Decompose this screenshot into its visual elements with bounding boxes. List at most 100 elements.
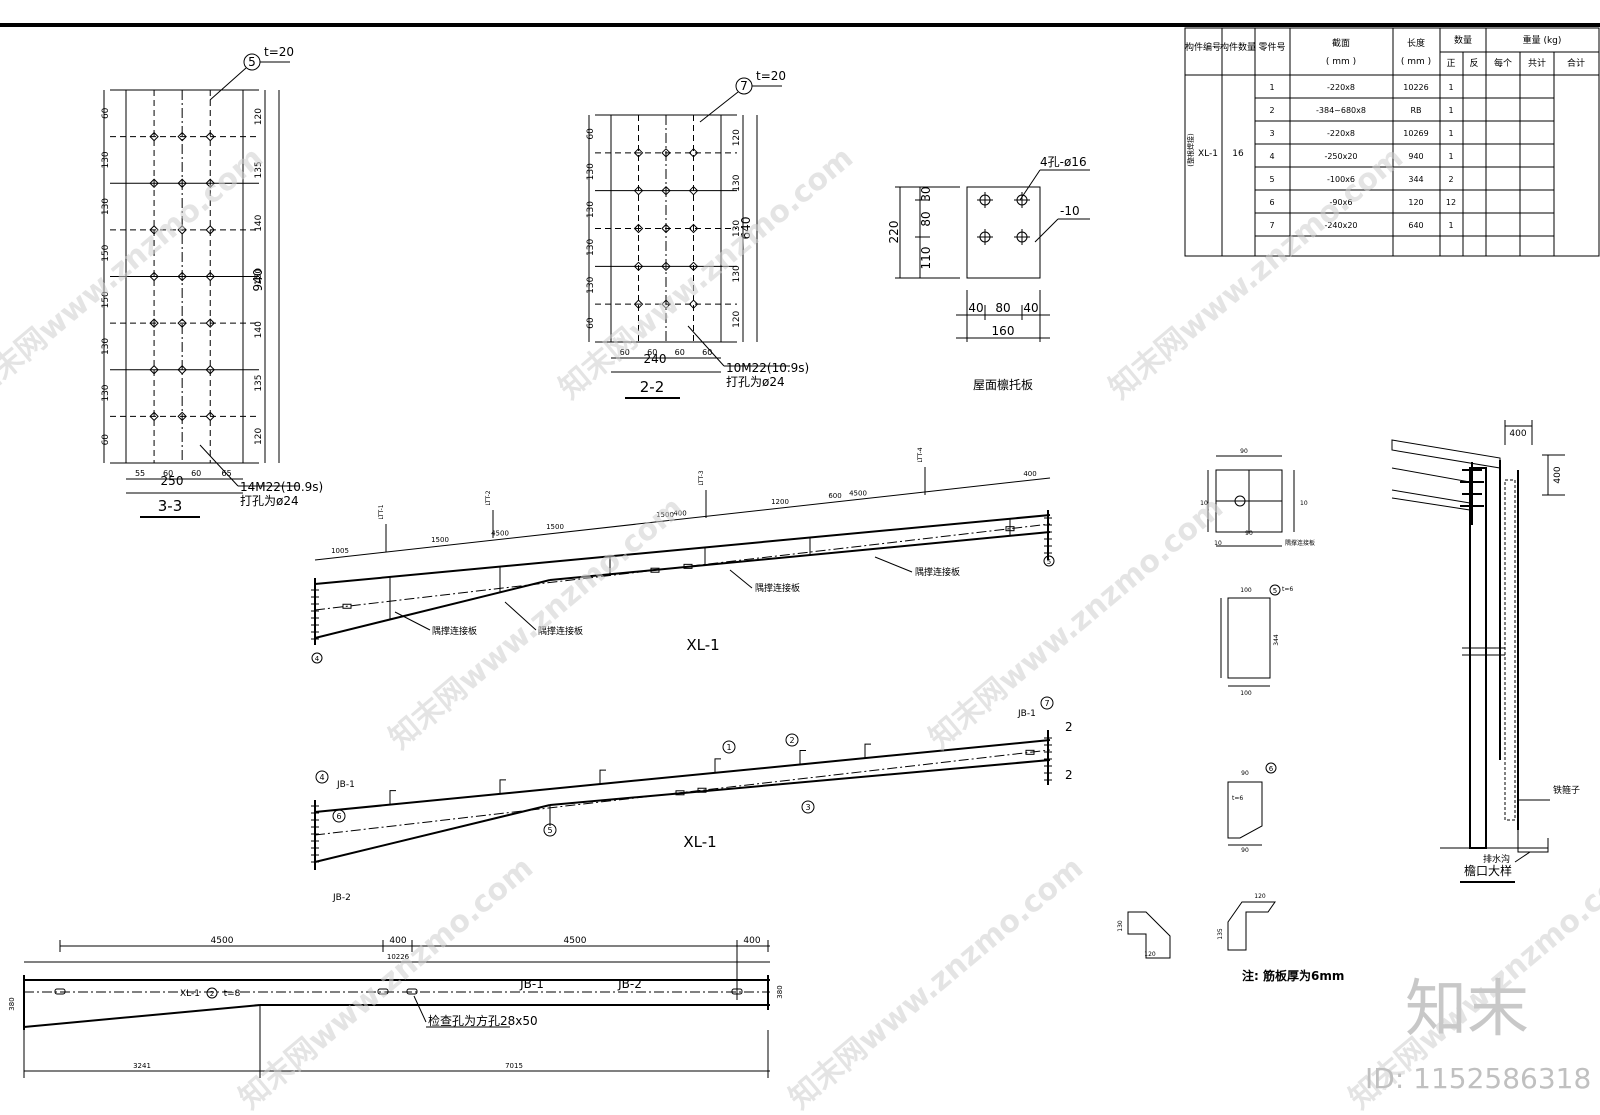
beam2-sec-mark-2: 2 [1065, 768, 1073, 782]
beam2-jb-right: JB-1 [1017, 709, 1036, 719]
th-length: 长度 [1407, 37, 1425, 49]
bb-right-h: 380 [776, 985, 784, 998]
table-row-section: -240x20 [1324, 221, 1357, 230]
plate33-bolt-2: 打孔为ø24 [240, 494, 299, 508]
table-row-length: 10226 [1403, 83, 1428, 92]
eave-title: 檐口大样 [1464, 863, 1512, 878]
plate33-total: 940 [251, 269, 265, 292]
plate-3-3: 6013013015015013013060120135140150140135… [101, 45, 323, 518]
bb-jb1: JB-1 [519, 977, 544, 991]
plate-right-dim: 120 [732, 310, 742, 327]
beam1-dim: 1500 [656, 511, 674, 519]
plate5-call: 5 [1273, 587, 1277, 595]
purlin-plate: 4孔-ø16 -10 30 80 110 220 40 80 40 160 屋面… [887, 155, 1090, 392]
table-row-length: 940 [1408, 152, 1423, 161]
plate-bottom-dim: 60 [675, 348, 685, 357]
table-row-no: 6 [1269, 198, 1274, 207]
plate-right-dim: 135 [254, 161, 264, 178]
plate-bottom-dim: 60 [191, 469, 201, 478]
table-row-length: RB [1410, 106, 1421, 115]
plate6-thk: t=6 [1232, 795, 1243, 802]
bottom-beam: 4500 400 4500 400 10226 3241 7015 380 38… [8, 936, 784, 1078]
eave-dim-side: 400 [1553, 466, 1563, 483]
beam1-callout-5: 5 [1047, 558, 1051, 566]
plate-right-dim: 140 [254, 321, 264, 338]
beam1-dim: 1500 [546, 523, 564, 531]
plate-left-dim: 130 [101, 384, 111, 401]
bb-total: 10226 [387, 953, 410, 961]
plate33-title: 3-3 [158, 497, 183, 515]
watermark-logo: 知末 [1405, 972, 1529, 1045]
table-row-length: 120 [1408, 198, 1423, 207]
bb-dim-3: 4500 [564, 936, 587, 946]
plate-right-dim: 120 [732, 129, 742, 146]
eave-dim-top: 400 [1509, 429, 1526, 439]
stiff-dim-2: 10 [1200, 500, 1208, 507]
table-row-qty: 1 [1448, 221, 1453, 230]
plate5-rect [1227, 597, 1271, 679]
table-row-qty: 1 [1448, 152, 1453, 161]
watermark-2: 知末网www.znzmo.com [553, 140, 860, 406]
beam2-jb-left-bot: JB-2 [332, 893, 351, 903]
beam2-jb-left-top: JB-1 [336, 780, 355, 790]
bb-dim-4: 400 [743, 936, 760, 946]
plate6-call: 6 [1269, 765, 1274, 773]
plate22-bolt-2: 打孔为ø24 [726, 375, 785, 389]
beam2-callout-circle [801, 800, 815, 814]
plate22-total: 640 [739, 217, 753, 240]
beam2-sec-mark-1: 2 [1065, 720, 1073, 734]
th-member-qty: 构件数量 [1220, 41, 1256, 53]
table-row-length: 344 [1408, 175, 1423, 184]
beam1-lt-tag: LTT-3 [698, 470, 705, 485]
th-qty-pos: 正 [1446, 59, 1455, 69]
watermarks: 知末网www.znzmo.com 知末网www.znzmo.com 知末网www… [0, 140, 1600, 1115]
plate-left-dim: 130 [586, 239, 596, 256]
plate5-h: 344 [1273, 634, 1280, 646]
bb-label-mid: XL-1 [180, 989, 200, 999]
bb-note: 检查孔为方孔28x50 [428, 1013, 538, 1028]
bend1-w: 120 [1144, 951, 1156, 958]
watermark-7: 知末网www.znzmo.com [783, 850, 1090, 1115]
beam1-title: XL-1 [686, 636, 719, 654]
table-row-section: -384~680x8 [1316, 106, 1366, 115]
plate33-bolt-1: 14M22(10.9s) [240, 480, 323, 494]
plate-left-dim: 130 [586, 276, 596, 293]
plate-left-dim: 150 [101, 291, 111, 308]
beam2-callout: 3 [805, 803, 810, 812]
table-row-no: 3 [1269, 129, 1274, 138]
th-part-no: 零件号 [1258, 41, 1285, 53]
beam1-callout-4-circle [311, 652, 323, 664]
bend-2 [1227, 901, 1276, 951]
beam1-lt-tag: LTT-4 [917, 447, 924, 462]
purlin-v-total: 220 [887, 221, 901, 244]
bb-lower-1: 3241 [133, 1062, 151, 1070]
table-row-no: 4 [1269, 152, 1274, 161]
beam1-dim: 400 [1023, 470, 1036, 478]
plate-left-dim: 150 [101, 244, 111, 261]
plate-right-dim: 120 [254, 427, 264, 444]
beam1-callout-5-circle [1043, 555, 1055, 567]
plate22-thickness: t=20 [756, 69, 786, 83]
plate-left-dim: 60 [586, 317, 596, 329]
stiff-dim-5: 10 [1300, 500, 1308, 507]
table-side-note: (整根焊接) [1186, 133, 1195, 167]
beam1-lt-tag: LTT-2 [485, 490, 492, 505]
beam1-dim: 600 [828, 492, 841, 500]
table-row-qty: 1 [1448, 83, 1453, 92]
table-row-qty: 1 [1448, 129, 1453, 138]
stiffener-details: 90 10 10 90 10 隅撑连接板 5 t=6 100 100 344 6… [1117, 448, 1344, 983]
beam2-title: XL-1 [683, 833, 716, 851]
plate-left-dim: 60 [586, 128, 596, 140]
purlin-h-dim-3: 40 [1023, 301, 1038, 315]
beam2-callout: 7 [1044, 699, 1049, 708]
th-length-unit: ( mm ) [1401, 57, 1431, 67]
plate6-shape [1227, 781, 1263, 839]
watermark-3: 知末网www.znzmo.com [1103, 140, 1410, 406]
eave-label-pipe: 铁箍子 [1553, 784, 1580, 796]
bb-hole [406, 988, 418, 995]
beam1-note-c: 隅撑连接板 [755, 582, 800, 594]
plate-left-dim: 130 [101, 198, 111, 215]
table-row-qty: 12 [1446, 198, 1456, 207]
